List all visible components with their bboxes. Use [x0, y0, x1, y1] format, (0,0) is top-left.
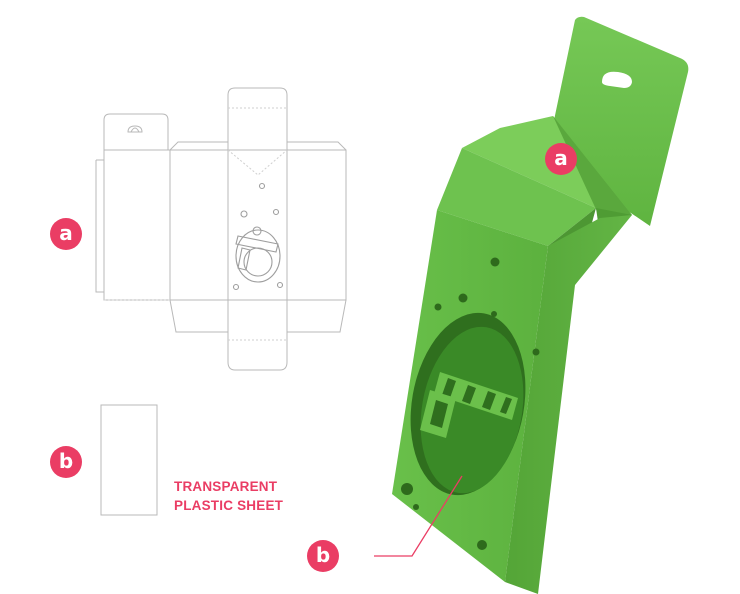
caption-line-1: TRANSPARENT [174, 479, 278, 494]
label-badge-b-box: b [307, 540, 339, 572]
snowman-icon [420, 372, 518, 438]
label-badge-a-template: a [50, 218, 82, 250]
hang-hole-icon [602, 71, 632, 88]
plastic-sheet [100, 404, 158, 516]
hanger-panel [103, 113, 169, 150]
callout-line-b [374, 475, 463, 557]
hang-hole-icon [127, 125, 143, 133]
box-side-face [505, 215, 632, 594]
label-badge-b-sheet: b [50, 446, 82, 478]
caption-line-2: PLASTIC SHEET [174, 498, 284, 513]
label-badge-a-box: a [545, 143, 577, 175]
plastic-sheet-caption: TRANSPARENT PLASTIC SHEET [174, 477, 283, 515]
snowman-icon [232, 182, 284, 291]
